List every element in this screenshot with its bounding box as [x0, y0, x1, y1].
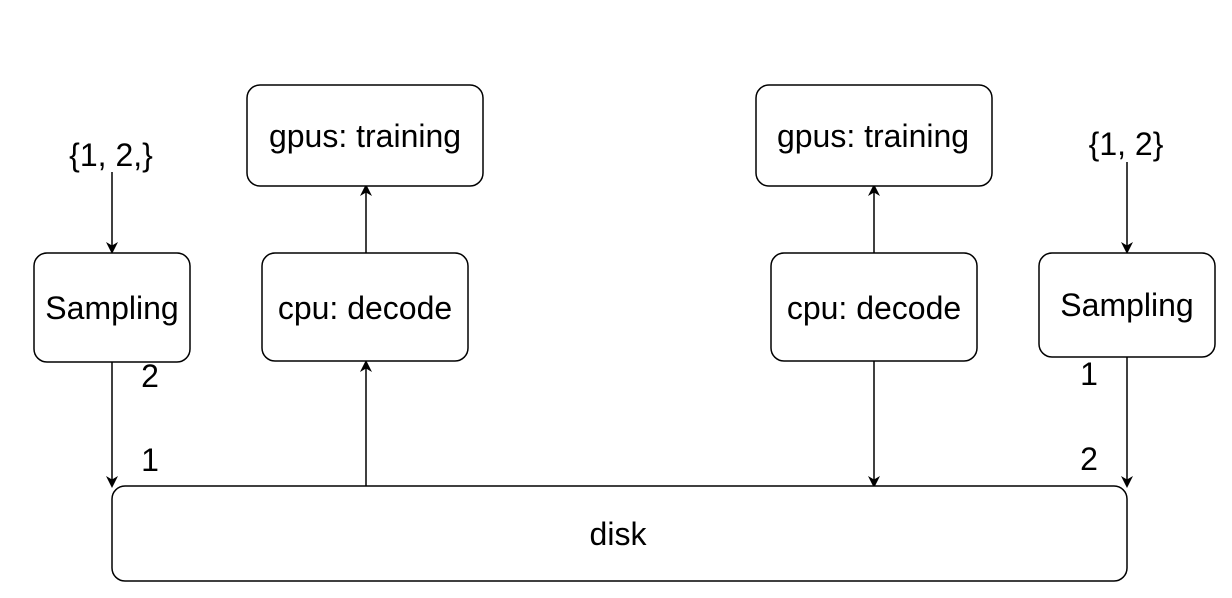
node-disk: disk — [111, 485, 1128, 582]
set-label-left: {1, 2,} — [69, 137, 153, 173]
node-gpu-right: gpus: training — [755, 84, 993, 187]
node-disk-label: disk — [590, 516, 648, 552]
order-label-right-bottom: 2 — [1080, 441, 1098, 477]
order-label-left-bottom: 1 — [141, 442, 159, 478]
node-sampling-left-label: Sampling — [45, 290, 178, 326]
node-cpu-right-label: cpu: decode — [787, 290, 961, 326]
node-cpu-right: cpu: decode — [770, 252, 978, 362]
node-sampling-right: Sampling — [1038, 252, 1216, 358]
node-cpu-left: cpu: decode — [261, 252, 469, 362]
set-label-right: {1, 2} — [1089, 126, 1164, 162]
node-cpu-left-label: cpu: decode — [278, 290, 452, 326]
order-label-right-top: 1 — [1080, 356, 1098, 392]
node-sampling-left: Sampling — [33, 252, 191, 363]
node-gpu-right-label: gpus: training — [777, 118, 969, 154]
node-gpu-left-label: gpus: training — [269, 118, 461, 154]
node-sampling-right-label: Sampling — [1060, 287, 1193, 323]
node-gpu-left: gpus: training — [246, 84, 484, 187]
order-label-left-top: 2 — [141, 358, 159, 394]
